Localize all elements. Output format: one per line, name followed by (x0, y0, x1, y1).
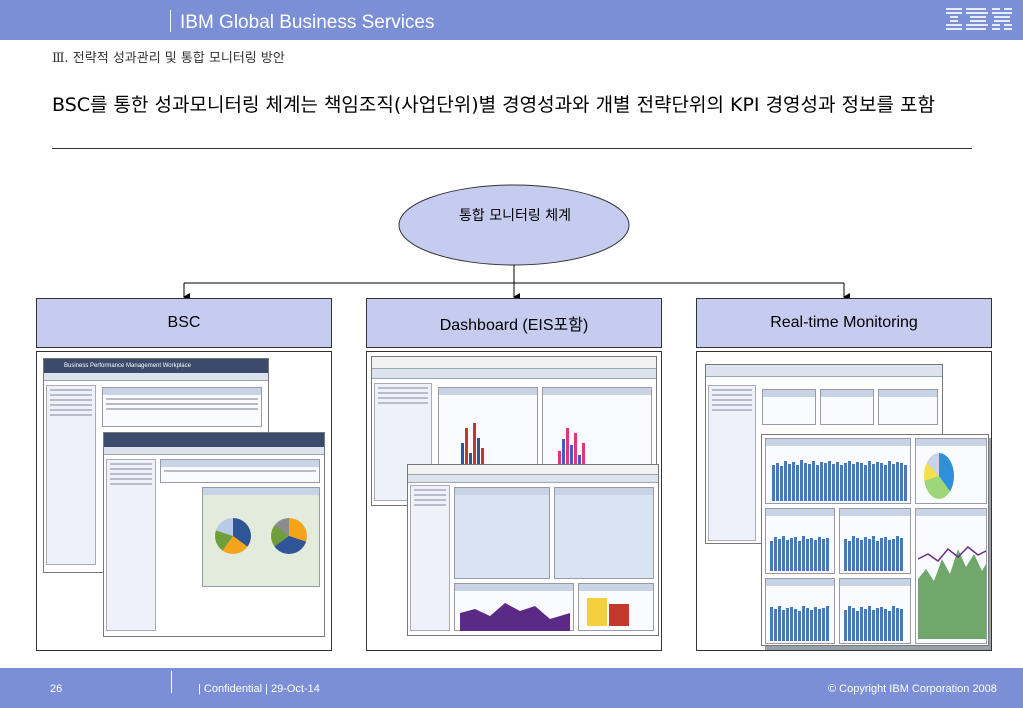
footer-copyright: © Copyright IBM Corporation 2008 (828, 683, 997, 695)
footer-confidential: | Confidential | 29-Oct-14 (198, 683, 320, 695)
slide-headline: BSC를 통한 성과모니터링 체계는 책임조직(사업단위)별 경영성과와 개별 … (52, 94, 935, 116)
page-number: 26 (50, 683, 63, 695)
branch-dashboard: Dashboard (EIS포함) (366, 298, 662, 348)
header-title: IBM Global Business Services (180, 12, 435, 33)
realtime-window-front (761, 434, 989, 646)
realtime-screenshot (696, 351, 992, 651)
dashboard-window-front (407, 464, 659, 636)
footer-band (0, 668, 1023, 708)
dashboard-screenshot (366, 351, 662, 651)
bsc-window-front (103, 432, 325, 637)
header-band (0, 0, 1023, 40)
headline-divider (52, 148, 972, 149)
footer-separator (171, 671, 172, 693)
ibm-logo-icon (946, 8, 1012, 30)
root-node-label: 통합 모니터링 체계 (459, 208, 571, 224)
section-subtitle: Ⅲ. 전략적 성과관리 및 통합 모니터링 방안 (52, 51, 285, 66)
bsc-window-title: Business Performance Management Workplac… (44, 359, 268, 373)
bsc-screenshot: Business Performance Management Workplac… (36, 351, 332, 651)
branch-bsc: BSC (36, 298, 332, 348)
branch-realtime: Real-time Monitoring (696, 298, 992, 348)
header-separator (170, 10, 171, 32)
